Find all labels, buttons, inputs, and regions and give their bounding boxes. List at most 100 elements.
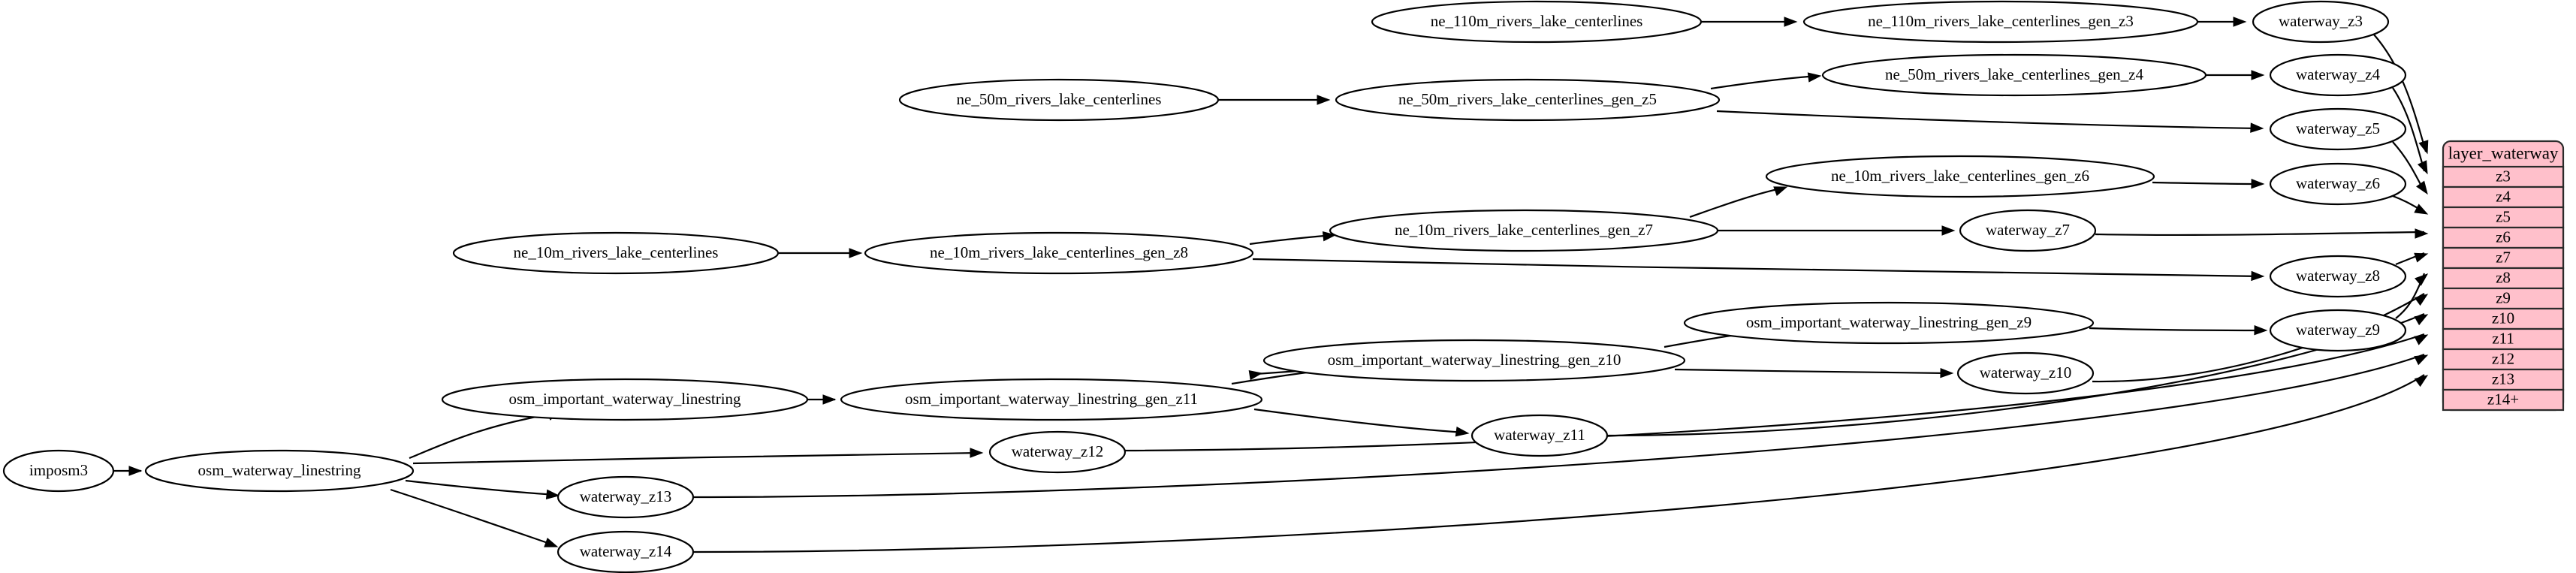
node-label: waterway_z5 xyxy=(2296,119,2380,137)
node-ww_z10[interactable]: waterway_z10 xyxy=(1956,351,2095,395)
edge-osm_iwl_z11-to-ww_z11 xyxy=(1253,408,1465,434)
arrowhead xyxy=(1455,427,1470,437)
node-ww_z11[interactable]: waterway_z11 xyxy=(1470,414,1609,457)
node-label: waterway_z13 xyxy=(580,487,671,505)
node-ww_z14[interactable]: waterway_z14 xyxy=(557,530,695,573)
node-ww_z3[interactable]: waterway_z3 xyxy=(2252,0,2390,44)
node-osm_iwl_z9[interactable]: osm_important_waterway_linestring_gen_z9 xyxy=(1683,301,2095,345)
edge-ww_z4-to-rec_z4 xyxy=(2392,87,2426,172)
edge-ww_z10-to-rec_z10 xyxy=(2092,293,2425,383)
record-title: layer_waterway xyxy=(2448,143,2559,162)
node-ww_z6[interactable]: waterway_z6 xyxy=(2269,162,2407,206)
node-ww_z5[interactable]: waterway_z5 xyxy=(2269,107,2407,151)
node-label: ne_50m_rivers_lake_centerlines_gen_z5 xyxy=(1398,90,1657,108)
record-row-z8[interactable] xyxy=(2442,267,2565,290)
node-ne10_z6[interactable]: ne_10m_rivers_lake_centerlines_gen_z6 xyxy=(1765,155,2155,198)
node-ww_z7[interactable]: waterway_z7 xyxy=(1959,209,2097,252)
node-ne110_z3[interactable]: ne_110m_rivers_lake_centerlines_gen_z3 xyxy=(1802,0,2199,44)
arrowhead xyxy=(2416,180,2428,195)
arrowhead xyxy=(1784,17,1798,27)
node-ww_z12[interactable]: waterway_z12 xyxy=(988,430,1127,474)
node-imposm3[interactable]: imposm3 xyxy=(2,449,115,493)
record-row-z9[interactable] xyxy=(2442,287,2565,310)
arrowhead xyxy=(2415,228,2429,239)
node-label: ne_110m_rivers_lake_centerlines_gen_z3 xyxy=(1868,12,2134,30)
arrowhead xyxy=(128,466,143,476)
node-label: ne_50m_rivers_lake_centerlines xyxy=(957,90,1162,108)
arrowhead xyxy=(2418,140,2429,155)
record-row-z7[interactable] xyxy=(2442,246,2565,270)
record-row-z12[interactable] xyxy=(2442,348,2565,371)
node-ne110[interactable]: ne_110m_rivers_lake_centerlines xyxy=(1371,0,1703,44)
arrowhead xyxy=(2251,270,2265,282)
edge-osm_iwl_z9-to-ww_z9 xyxy=(2089,327,2263,332)
node-label: osm_important_waterway_linestring_gen_z9 xyxy=(1746,313,2032,331)
edge-osm_iwl_z10-to-ww_z10 xyxy=(1674,368,1950,375)
node-label: ne_10m_rivers_lake_centerlines_gen_z7 xyxy=(1395,221,1653,239)
record-row-label: z11 xyxy=(2492,329,2514,347)
record-row-label: z3 xyxy=(2496,167,2511,185)
edge-ne10_z8-to-ww_z8 xyxy=(1252,258,2263,278)
record-row-label: z5 xyxy=(2496,207,2511,225)
record-row-z11[interactable] xyxy=(2442,327,2565,351)
node-ne50_z5[interactable]: ne_50m_rivers_lake_centerlines_gen_z5 xyxy=(1335,78,1721,122)
arrowhead xyxy=(2417,160,2428,175)
node-osm_wl[interactable]: osm_waterway_linestring xyxy=(144,449,415,493)
arrowhead xyxy=(544,538,559,547)
node-label: waterway_z6 xyxy=(2296,174,2380,192)
arrowhead xyxy=(2251,178,2265,189)
node-label: ne_10m_rivers_lake_centerlines_gen_z8 xyxy=(930,243,1188,261)
nodes-layer: imposm3 osm_waterway_linestring osm_import… xyxy=(2,0,2407,573)
node-ne10[interactable]: ne_10m_rivers_lake_centerlines xyxy=(452,231,780,275)
node-ww_z9[interactable]: waterway_z9 xyxy=(2269,309,2407,352)
node-osm_iwl_z10[interactable]: osm_important_waterway_linestring_gen_z1… xyxy=(1262,339,1686,382)
arrowhead xyxy=(2414,354,2429,366)
record-row-label: z13 xyxy=(2492,369,2514,388)
edge-osm_wl-to-osm_iwl xyxy=(409,411,557,460)
node-label: ne_50m_rivers_lake_centerlines_gen_z4 xyxy=(1885,65,2144,83)
record-row-z3[interactable] xyxy=(2442,165,2565,188)
record-row-label: z4 xyxy=(2496,187,2511,205)
node-label: waterway_z8 xyxy=(2296,267,2380,285)
node-osm_iwl_z11[interactable]: osm_important_waterway_linestring_gen_z1… xyxy=(840,378,1263,421)
arrowhead xyxy=(1317,95,1331,105)
record-row-label: z7 xyxy=(2496,248,2511,266)
edge-ne50_z5-to-ne50_z4 xyxy=(1710,74,1818,90)
node-label: waterway_z12 xyxy=(1012,442,1103,460)
node-ne10_z8[interactable]: ne_10m_rivers_lake_centerlines_gen_z8 xyxy=(864,231,1254,275)
edge-ne50_z5-to-ww_z5 xyxy=(1716,110,2261,130)
node-label: waterway_z14 xyxy=(580,542,672,560)
edges-layer xyxy=(114,20,2427,553)
node-ww_z8[interactable]: waterway_z8 xyxy=(2269,255,2407,298)
node-ne50[interactable]: ne_50m_rivers_lake_centerlines xyxy=(898,78,1220,122)
node-ne50_z4[interactable]: ne_50m_rivers_lake_centerlines_gen_z4 xyxy=(1821,53,2207,97)
arrowhead xyxy=(1248,369,1263,381)
arrowhead xyxy=(2233,17,2247,27)
record-row-z6[interactable] xyxy=(2442,226,2565,249)
arrowhead xyxy=(2414,334,2429,345)
record-row-label: z8 xyxy=(2496,268,2511,286)
node-osm_iwl[interactable]: osm_important_waterway_linestring xyxy=(441,378,809,421)
node-label: osm_important_waterway_linestring xyxy=(508,390,741,408)
arrowhead xyxy=(2414,204,2429,215)
arrowhead xyxy=(822,394,837,405)
node-label: ne_110m_rivers_lake_centerlines xyxy=(1431,12,1643,30)
node-ww_z13[interactable]: waterway_z13 xyxy=(557,475,695,519)
record-row-label: z6 xyxy=(2496,228,2511,246)
node-label: ne_10m_rivers_lake_centerlines_gen_z6 xyxy=(1831,167,2089,185)
node-label: waterway_z10 xyxy=(1980,363,2071,381)
node-ww_z4[interactable]: waterway_z4 xyxy=(2269,53,2407,97)
edge-ww_z14-to-rec_z14 xyxy=(692,374,2425,553)
record-row-z14+[interactable] xyxy=(2442,388,2565,412)
node-label: waterway_z9 xyxy=(2296,321,2380,339)
edge-ww_z13-to-rec_z13 xyxy=(692,353,2425,499)
node-label: waterway_z7 xyxy=(1986,221,2070,239)
node-label: waterway_z3 xyxy=(2279,12,2363,30)
node-ne10_z7[interactable]: ne_10m_rivers_lake_centerlines_gen_z7 xyxy=(1329,209,1719,252)
record-node-layer-waterway[interactable]: layer_waterwayz3z4z5z6z7z8z9z10z11z12z13… xyxy=(2442,140,2565,412)
arrowhead xyxy=(2415,273,2429,286)
arrowhead xyxy=(849,248,863,258)
record-node-layer: layer_waterwayz3z4z5z6z7z8z9z10z11z12z13… xyxy=(2442,140,2565,412)
